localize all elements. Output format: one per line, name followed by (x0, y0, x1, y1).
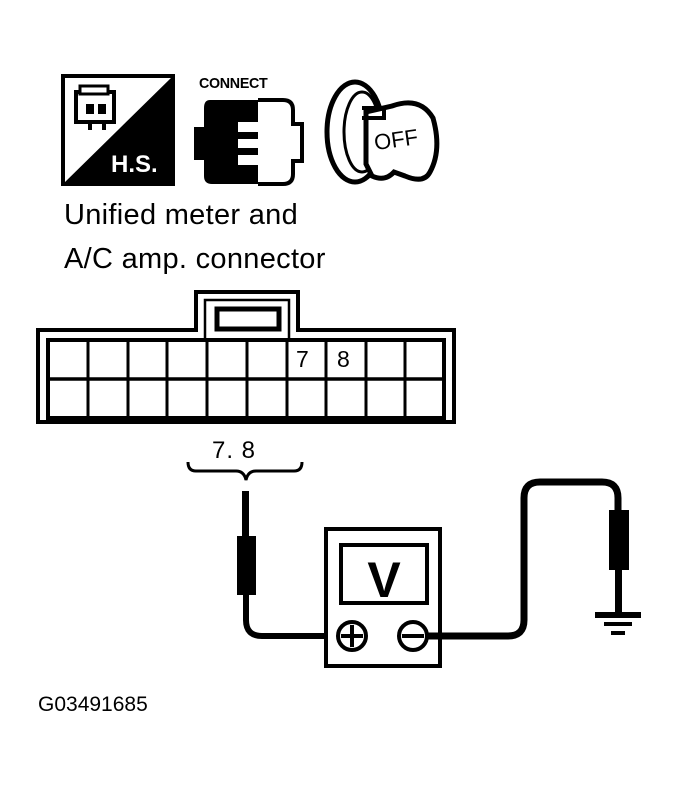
pin-label-7: 7 (296, 346, 309, 372)
volt-display: V (367, 552, 401, 608)
probe-terminals-label: 7. 8 (212, 437, 257, 464)
connect-icon (194, 98, 304, 186)
negative-terminal-icon (397, 620, 429, 652)
positive-terminal-icon (336, 620, 368, 652)
caption-line-1: Unified meter and (64, 199, 298, 231)
harness-connector-hs-icon: H.S. (61, 74, 175, 186)
figure-code: G03491685 (38, 693, 148, 716)
connect-label: CONNECT (199, 75, 268, 92)
connector-body (36, 290, 456, 424)
voltmeter: V (324, 527, 442, 668)
caption-line-2: A/C amp. connector (64, 243, 326, 275)
ground-icon (595, 612, 641, 635)
hs-label: H.S. (111, 151, 158, 178)
ignition-key-off-icon: OFF (324, 79, 440, 185)
negative-test-lead[interactable] (427, 478, 629, 640)
positive-test-lead[interactable] (237, 491, 338, 639)
off-label: OFF (372, 124, 419, 155)
pin-label-8: 8 (337, 346, 350, 372)
terminal-brace (186, 461, 304, 481)
